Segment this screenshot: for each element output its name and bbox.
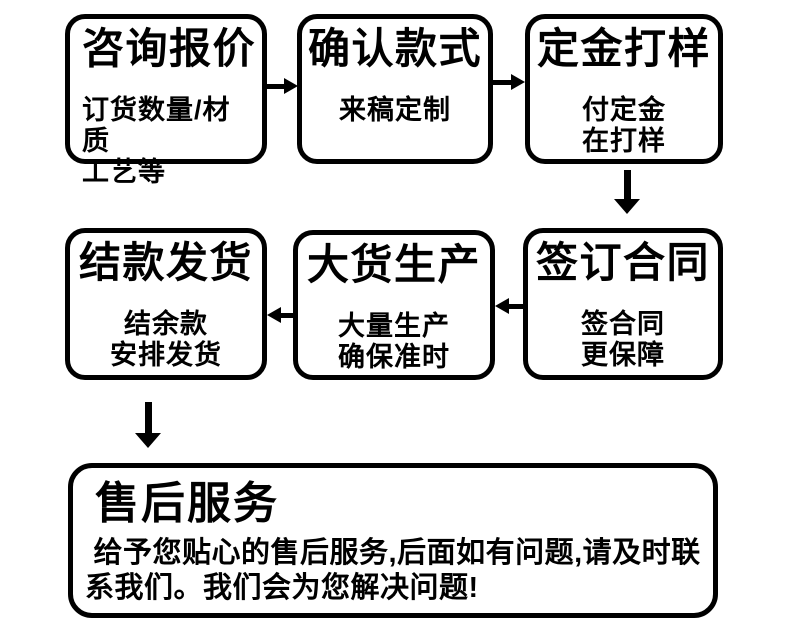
step-description: 来稿定制 — [308, 95, 482, 126]
arrow-head — [495, 298, 509, 314]
step-description-line: 来稿定制 — [339, 95, 451, 125]
step-description: 签合同 更保障 — [534, 309, 712, 371]
step-payment-shipping-box: 结款发货 结余款 安排发货 — [65, 228, 267, 380]
arrow-shaft — [281, 312, 294, 318]
step-description-line: 付定金 — [582, 95, 666, 125]
step-description-line: 确保准时 — [338, 342, 450, 372]
step-sign-contract-box: 签订合同 签合同 更保障 — [523, 228, 723, 380]
arrow-down-icon — [135, 402, 161, 448]
arrow-head — [284, 78, 298, 94]
after-sales-line: 系我们。我们会为您解决问题! — [85, 572, 479, 604]
step-bulk-production-box: 大货生产 大量生产 确保准时 — [293, 230, 495, 380]
arrow-down-icon — [614, 170, 640, 214]
after-sales-title: 售后服务 — [95, 479, 279, 528]
step-title: 确认款式 — [308, 25, 483, 72]
step-deposit-sampling-box: 定金打样 付定金 在打样 — [525, 14, 723, 164]
step-description-line: 工艺等 — [82, 157, 166, 187]
after-sales-line: 给予您贴心的售后服务,后面如有问题,请及时联 — [85, 537, 701, 569]
step-title: 大货生产 — [306, 241, 481, 288]
step-description: 付定金 在打样 — [536, 95, 712, 157]
arrow-head — [267, 307, 281, 323]
arrow-head — [135, 433, 161, 448]
step-description: 大量生产 确保准时 — [304, 311, 484, 373]
step-description: 订货数量/材质 工艺等 — [82, 95, 256, 188]
arrow-left-icon — [267, 307, 294, 323]
arrow-head — [614, 199, 640, 214]
step-title: 签订合同 — [535, 239, 710, 286]
arrow-shaft — [144, 402, 152, 433]
step-title: 咨询报价 — [82, 25, 257, 72]
step-description-line: 签合同 — [581, 309, 665, 339]
after-sales-content: 售后服务 给予您贴心的售后服务,后面如有问题,请及时联 系我们。我们会为您解决问… — [73, 468, 713, 606]
step-description-line: 在打样 — [582, 126, 666, 156]
step-description-line: 更保障 — [581, 340, 665, 370]
after-sales-service-box: 售后服务 给予您贴心的售后服务,后面如有问题,请及时联 系我们。我们会为您解决问… — [68, 463, 718, 618]
arrow-shaft — [266, 83, 284, 89]
arrow-shaft — [623, 170, 631, 199]
step-inquiry-quote-box: 咨询报价 订货数量/材质 工艺等 — [65, 14, 267, 187]
arrow-right-icon — [493, 74, 525, 90]
step-title: 定金打样 — [536, 25, 711, 72]
arrow-head — [511, 74, 525, 90]
step-description-line: 结余款 — [124, 309, 208, 339]
step-title: 结款发货 — [78, 239, 253, 286]
step-description-line: 安排发货 — [110, 340, 222, 370]
step-confirm-style-box: 确认款式 来稿定制 — [297, 14, 493, 164]
step-description-line: 订货数量/材质 — [82, 95, 231, 156]
arrow-right-icon — [266, 78, 298, 94]
step-description: 结余款 安排发货 — [76, 309, 256, 371]
arrow-shaft — [493, 79, 511, 85]
after-sales-description: 给予您贴心的售后服务,后面如有问题,请及时联 系我们。我们会为您解决问题! — [85, 536, 701, 606]
arrow-left-icon — [495, 298, 523, 314]
arrow-shaft — [509, 303, 523, 309]
step-description-line: 大量生产 — [338, 311, 450, 341]
